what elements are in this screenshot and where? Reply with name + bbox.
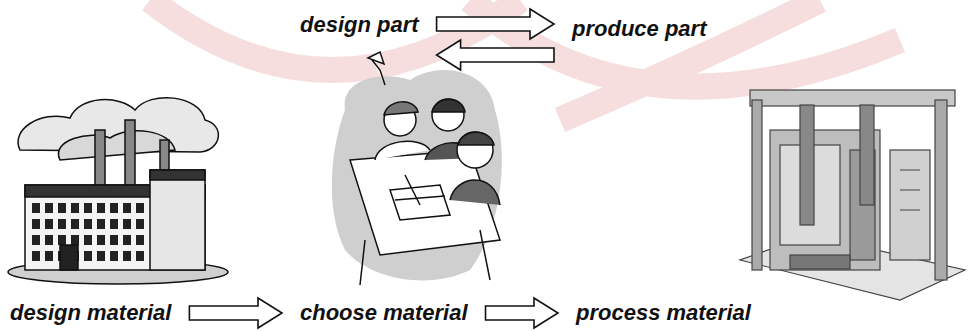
- block-arrow: [437, 40, 554, 70]
- stage-text: design part: [300, 12, 419, 38]
- stage-label: design part: [296, 10, 423, 40]
- stage-text: choose material: [300, 300, 468, 326]
- block-arrow: [486, 298, 558, 328]
- machine-picture: [740, 90, 965, 300]
- stage-label: process material: [572, 298, 755, 328]
- stage-text: process material: [576, 300, 751, 326]
- stage-label: produce part: [568, 14, 710, 44]
- designers-picture: [332, 52, 502, 285]
- block-arrow: [189, 298, 282, 328]
- stage-label: choose material: [296, 298, 472, 328]
- stage-text: design material: [10, 300, 171, 326]
- factory-picture: [8, 98, 228, 284]
- block-arrow: [437, 9, 554, 39]
- stage-label: design material: [6, 298, 175, 328]
- stage-text: produce part: [572, 16, 706, 42]
